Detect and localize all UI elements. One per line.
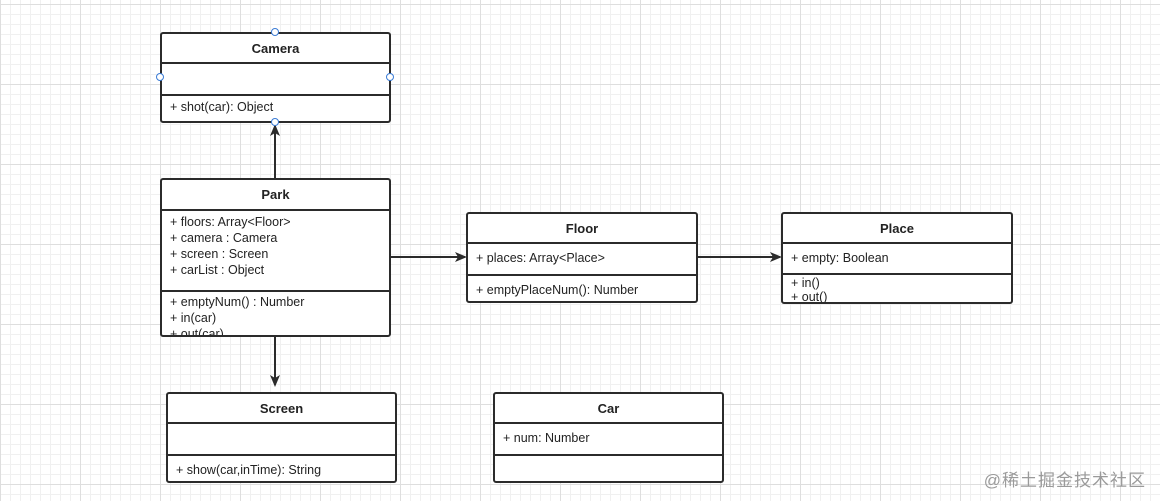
resize-handle-right[interactable] [386, 73, 394, 81]
class-floor-methods: + emptyPlaceNum(): Number [468, 274, 696, 301]
class-park-attributes: + floors: Array<Floor> + camera : Camera… [162, 211, 389, 290]
class-place[interactable]: Place + empty: Boolean + in() + out() [781, 212, 1013, 304]
class-screen-attributes [168, 424, 395, 454]
method-row: + in() [791, 276, 820, 290]
attribute-row: + places: Array<Place> [476, 251, 605, 265]
class-car-attributes: + num: Number [495, 424, 722, 454]
attribute-row: + floors: Array<Floor> [170, 215, 291, 229]
attribute-row: + screen : Screen [170, 247, 269, 261]
method-row: + in(car) [170, 311, 217, 325]
class-camera-methods: + shot(car): Object [162, 94, 389, 121]
class-camera-attributes [162, 64, 389, 94]
method-row: + emptyPlaceNum(): Number [476, 283, 639, 297]
class-camera-name: Camera [162, 34, 389, 64]
attribute-row: + empty: Boolean [791, 251, 889, 265]
resize-handle-left[interactable] [156, 73, 164, 81]
method-row: + emptyNum() : Number [170, 295, 305, 309]
method-row: + out() [791, 290, 828, 304]
class-screen[interactable]: Screen + show(car,inTime): String [166, 392, 397, 483]
resize-handle-bottom[interactable] [271, 118, 279, 126]
class-floor[interactable]: Floor + places: Array<Place> + emptyPlac… [466, 212, 698, 303]
class-car-name: Car [495, 394, 722, 424]
attribute-row: + camera : Camera [170, 231, 278, 245]
watermark: @稀土掘金技术社区 [983, 471, 1146, 490]
method-row: + out(car) [170, 327, 224, 337]
class-floor-name: Floor [468, 214, 696, 244]
class-car-methods [495, 454, 722, 481]
class-floor-attributes: + places: Array<Place> [468, 244, 696, 274]
class-place-methods: + in() + out() [783, 273, 1011, 302]
attribute-row: + num: Number [503, 431, 590, 445]
class-screen-name: Screen [168, 394, 395, 424]
method-row: + show(car,inTime): String [176, 463, 322, 477]
class-park-methods: + emptyNum() : Number + in(car) + out(ca… [162, 290, 389, 335]
class-place-attributes: + empty: Boolean [783, 244, 1011, 273]
class-screen-methods: + show(car,inTime): String [168, 454, 395, 481]
class-camera[interactable]: Camera + shot(car): Object [160, 32, 391, 123]
attribute-row: + carList : Object [170, 263, 265, 277]
class-car[interactable]: Car + num: Number [493, 392, 724, 483]
class-park-name: Park [162, 180, 389, 211]
method-row: + shot(car): Object [170, 100, 274, 114]
class-place-name: Place [783, 214, 1011, 244]
resize-handle-top[interactable] [271, 28, 279, 36]
class-park[interactable]: Park + floors: Array<Floor> + camera : C… [160, 178, 391, 337]
